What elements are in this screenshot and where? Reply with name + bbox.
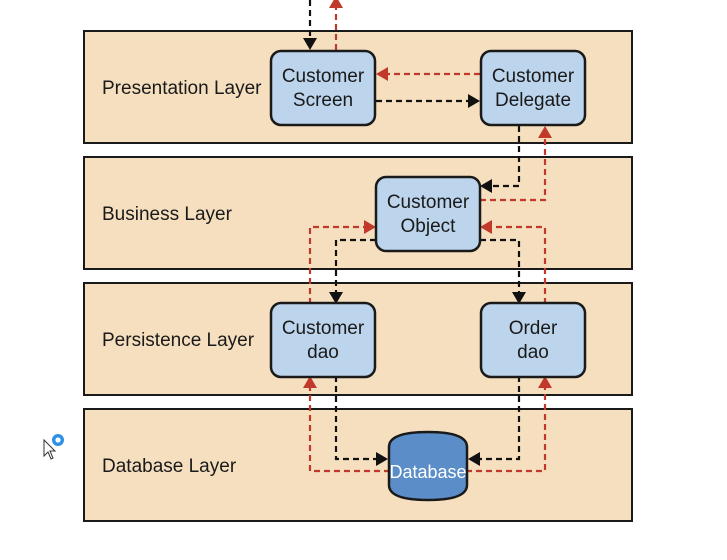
request-object-to-order-dao [480, 238, 521, 294]
customer-screen-box: Customer Screen [269, 49, 377, 127]
customer-screen-label-line1: Customer [282, 66, 365, 87]
response-database-to-customer-dao [308, 386, 390, 473]
response-customer-dao-to-object [308, 225, 366, 304]
request-customer-dao-to-database [334, 376, 378, 461]
business-layer-label: Business Layer [102, 204, 233, 225]
customer-delegate-box: Customer Delegate [479, 49, 587, 127]
persistence-layer-label: Persistence Layer [102, 330, 255, 351]
customer-screen-label-line2: Screen [293, 90, 353, 111]
customer-object-label-line1: Customer [387, 192, 470, 213]
customer-object-box: Customer Object [374, 175, 482, 253]
request-object-to-customer-dao [334, 238, 376, 294]
presentation-layer-label: Presentation Layer [102, 78, 262, 99]
response-arrows [303, 0, 552, 473]
database-layer-label: Database Layer [102, 456, 237, 477]
order-dao-label-line2: dao [517, 342, 549, 363]
database-label: Database [389, 462, 466, 482]
request-arrows [303, 0, 526, 466]
request-order-dao-to-database [478, 376, 521, 461]
customer-dao-label-line2: dao [307, 342, 339, 363]
database-layer: Database Layer [83, 408, 633, 522]
customer-dao-box: Customer dao [269, 301, 377, 379]
cursor-indicator-icon [52, 434, 64, 446]
response-order-dao-to-object [490, 225, 547, 304]
customer-dao-label-line1: Customer [282, 318, 365, 339]
response-object-to-delegate [480, 136, 547, 202]
customer-object-label-line2: Object [401, 216, 457, 237]
order-dao-box: Order dao [479, 301, 587, 379]
customer-delegate-label-line2: Delegate [495, 90, 571, 111]
order-dao-label-line1: Order [509, 318, 558, 339]
customer-delegate-label-line1: Customer [492, 66, 575, 87]
mouse-cursor-icon [43, 438, 57, 460]
request-delegate-to-object [490, 126, 521, 188]
business-layer: Business Layer [83, 156, 633, 270]
response-database-to-order-dao [466, 386, 547, 473]
database-cylinder: Database [387, 430, 469, 502]
